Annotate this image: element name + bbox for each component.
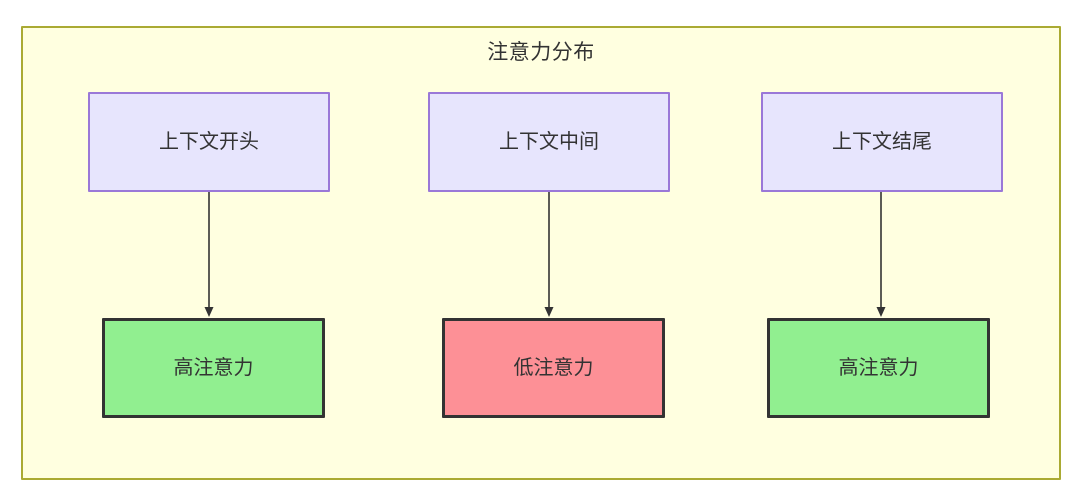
node-label: 高注意力 (838, 357, 919, 379)
node-ctx-end[interactable]: 上下文结尾 (761, 92, 1003, 192)
node-attn-high-end[interactable]: 高注意力 (767, 318, 990, 418)
node-label: 上下文开头 (159, 131, 259, 153)
node-label: 低注意力 (513, 357, 594, 379)
node-label: 高注意力 (173, 357, 254, 379)
node-ctx-start[interactable]: 上下文开头 (88, 92, 330, 192)
node-attn-low-middle[interactable]: 低注意力 (442, 318, 665, 418)
subgraph-title: 注意力分布 (487, 41, 595, 64)
node-attn-high-start[interactable]: 高注意力 (102, 318, 325, 418)
node-label: 上下文中间 (499, 131, 599, 153)
node-ctx-middle[interactable]: 上下文中间 (428, 92, 670, 192)
node-label: 上下文结尾 (832, 131, 932, 153)
